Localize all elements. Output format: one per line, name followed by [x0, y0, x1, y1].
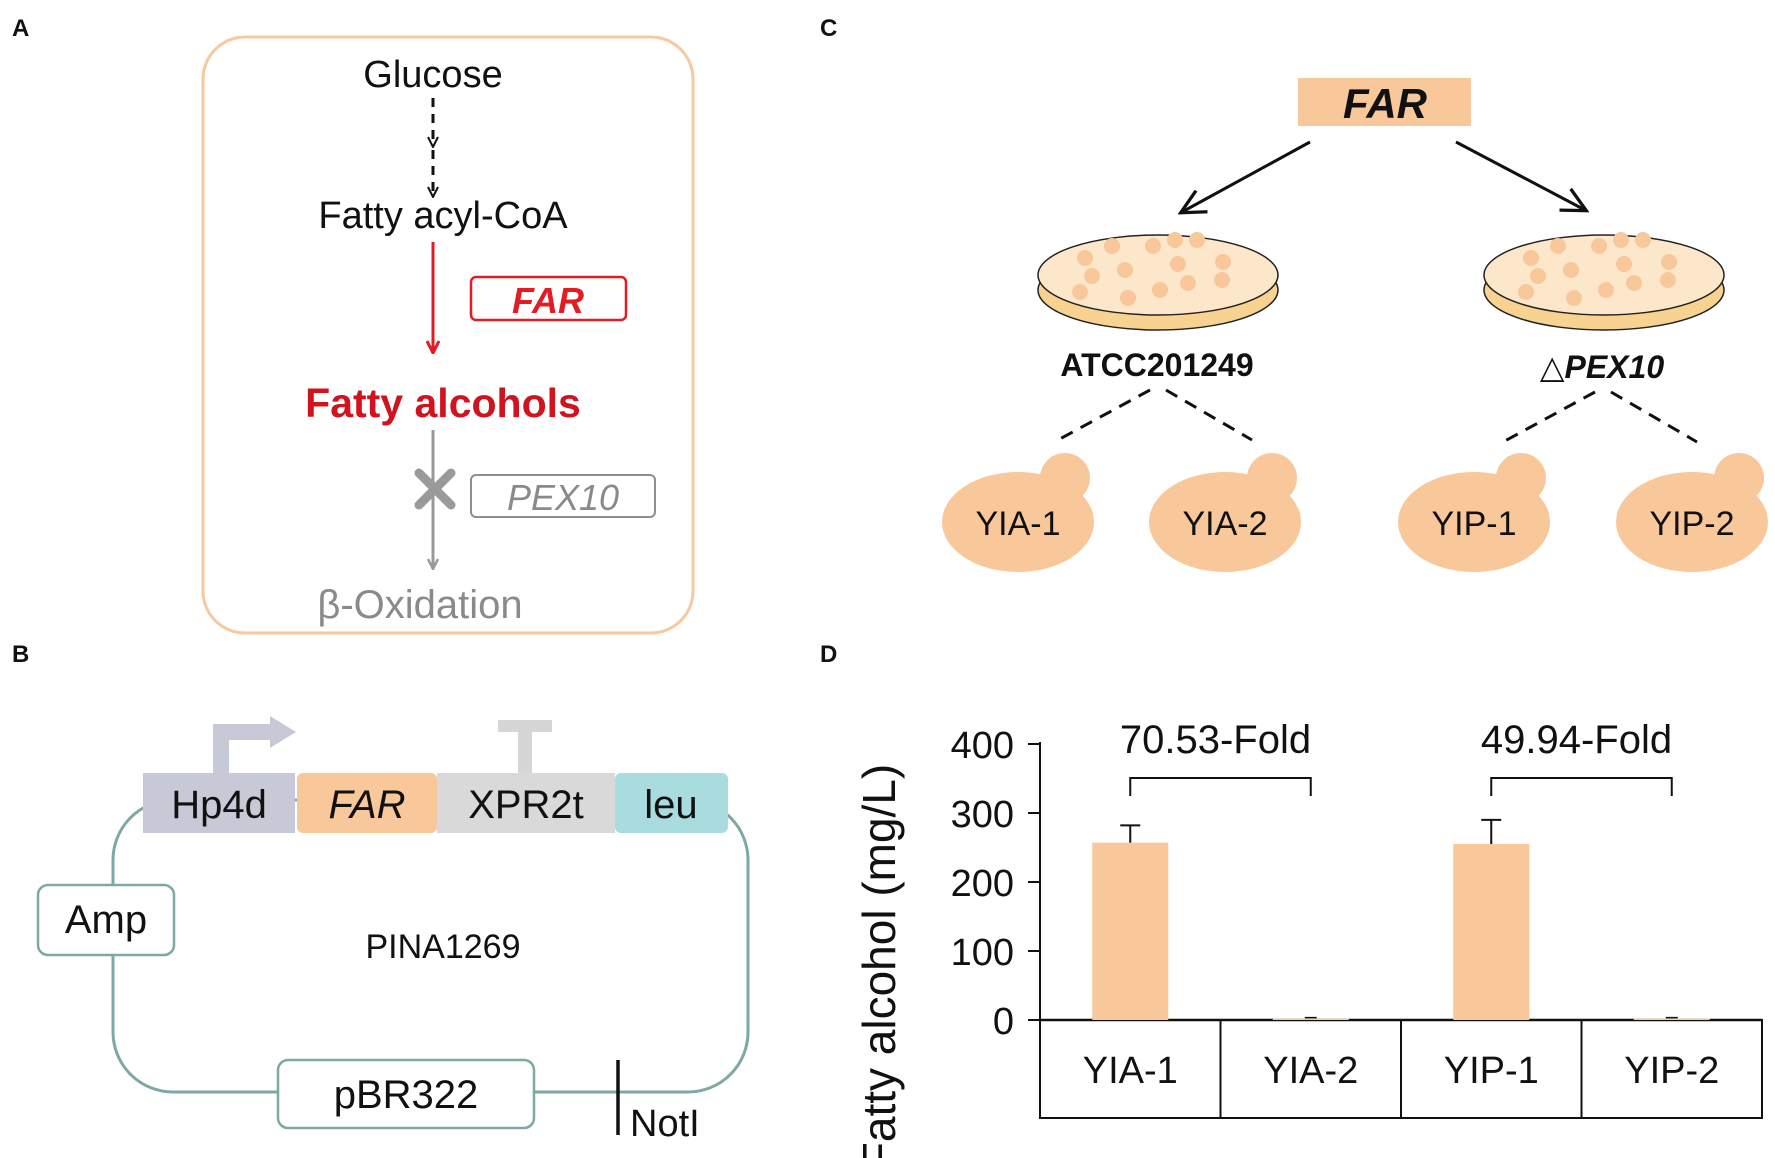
bar: [1633, 1018, 1710, 1020]
xpr2t-segment: [437, 773, 615, 833]
category-label: YIP-2: [1624, 1050, 1719, 1092]
panel-c-label: C: [820, 15, 837, 42]
pbr322-label: pBR322: [334, 1073, 479, 1117]
bar: [1272, 1018, 1349, 1020]
panel-c: C FAR: [820, 15, 1768, 572]
dash-to-yia2: [1165, 388, 1253, 442]
far-segment-label: FAR: [328, 783, 405, 827]
far-header-box: [1298, 78, 1471, 126]
plate-icon: [1483, 232, 1725, 331]
arrow-to-atcc: [1182, 140, 1311, 212]
fold-change-label: 49.94-Fold: [1481, 718, 1672, 762]
yip1-label: YIP-1: [1431, 505, 1516, 543]
y-tick-label: 400: [951, 725, 1014, 767]
category-label: YIP-1: [1444, 1050, 1539, 1092]
far-header-label: FAR: [1343, 80, 1428, 127]
leu-label: leu: [644, 783, 697, 827]
yia2-label: YIA-2: [1182, 505, 1267, 543]
significance-bracket: [1490, 777, 1673, 796]
pex10-box: [470, 474, 656, 518]
beta-oxidation-label: β-Oxidation: [317, 583, 522, 627]
acyl-coa-label: Fatty acyl-CoA: [318, 195, 568, 237]
amp-label: Amp: [65, 898, 147, 942]
block-x-icon: [414, 468, 456, 510]
strain-atcc-label: ATCC201249: [1060, 347, 1253, 383]
xpr2t-label: XPR2t: [468, 783, 584, 827]
panel-b-label: B: [12, 641, 29, 668]
fatty-alcohols-label: Fatty alcohols: [305, 380, 581, 426]
bar: [1092, 842, 1169, 1020]
pbr322-box: [276, 1058, 536, 1130]
y-tick-label: 100: [951, 932, 1014, 974]
panel-d-label: D: [820, 641, 837, 668]
promoter-arrowhead-icon: [270, 716, 296, 748]
far-box: [469, 275, 628, 322]
notl-label: NotI: [630, 1103, 700, 1145]
bar: [1453, 844, 1530, 1020]
pex10-label: PEX10: [507, 477, 619, 518]
plate-icon: [1037, 232, 1279, 331]
yeast-cell-icon: [1149, 453, 1301, 572]
yip2-label: YIP-2: [1649, 505, 1734, 543]
y-tick-label: 300: [951, 794, 1014, 836]
yia1-label: YIA-1: [975, 505, 1060, 543]
terminator-icon: [498, 720, 552, 780]
yeast-cell-icon: [1398, 453, 1550, 572]
dash-to-yip2: [1610, 390, 1698, 444]
cell-boundary: [201, 35, 695, 635]
promoter-arrow-icon: [213, 724, 272, 778]
strain-pex10-label: △PEX10: [1540, 349, 1664, 385]
far-label: FAR: [512, 280, 584, 321]
y-tick-label: 200: [951, 863, 1014, 905]
strain-pex10-name: PEX10: [1564, 349, 1664, 385]
category-label: YIA-1: [1083, 1050, 1178, 1092]
glucose-label: Glucose: [363, 54, 502, 96]
panel-a: A Glucose Fatty acyl-CoA FAR Fatty alcoh…: [12, 15, 695, 635]
amp-box: [36, 883, 176, 957]
y-tick-label: 0: [993, 1001, 1014, 1043]
plasmid-name: PINA1269: [366, 928, 521, 966]
yeast-cell-icon: [1616, 453, 1768, 572]
fold-change-label: 70.53-Fold: [1120, 718, 1311, 762]
arrow-to-pex10: [1455, 140, 1585, 210]
hp4d-label: Hp4d: [171, 783, 267, 827]
leu-segment: [615, 773, 728, 833]
dash-to-yip1: [1502, 390, 1596, 444]
y-axis-label: Fatty alcohol (mg/L): [853, 764, 905, 1158]
panel-b: B Hp4d FAR XPR2t leu Amp PINA1269 pBR322…: [12, 641, 750, 1145]
dash-to-yia1: [1057, 388, 1151, 442]
delta-symbol: △: [1540, 349, 1565, 385]
significance-bracket: [1129, 777, 1312, 796]
far-segment: [297, 773, 437, 833]
panel-a-label: A: [12, 15, 29, 42]
yeast-cell-icon: [942, 453, 1094, 572]
hp4d-segment: [143, 773, 295, 833]
category-label: YIA-2: [1263, 1050, 1358, 1092]
